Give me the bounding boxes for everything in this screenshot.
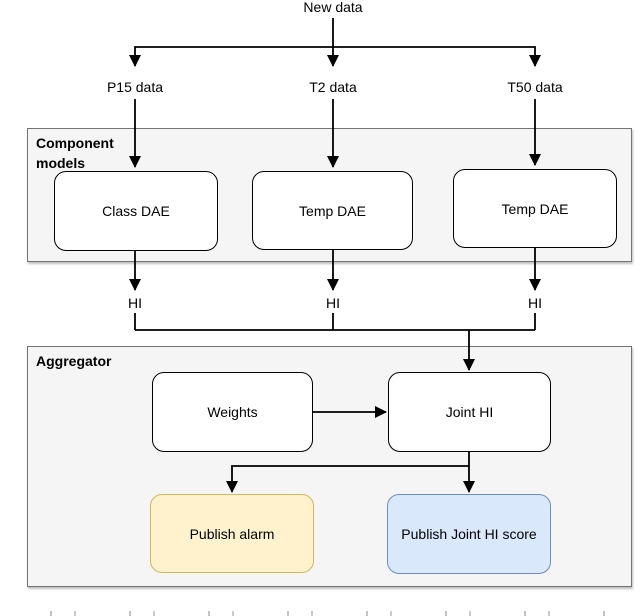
arrow-newdata-to-t50 xyxy=(333,46,541,67)
hi-output-label-1: HI xyxy=(128,295,142,311)
new-data-label: New data xyxy=(303,0,363,15)
weights-node: Weights xyxy=(152,372,313,452)
weights-label: Weights xyxy=(207,404,258,420)
temp-dae-t50-label: Temp DAE xyxy=(501,200,569,217)
component-models-label: Component models xyxy=(36,135,114,172)
publish-alarm-label: Publish alarm xyxy=(189,525,275,542)
class-dae-label: Class DAE xyxy=(102,203,170,219)
t50-data-label: T50 data xyxy=(507,79,563,95)
publish-joint-hi-score-node: Publish Joint HI score xyxy=(387,494,551,574)
publish-alarm-node: Publish alarm xyxy=(150,494,314,573)
temp-dae-node-t50: Temp DAE xyxy=(453,169,617,248)
temp-dae-node-t2: Temp DAE xyxy=(252,171,413,250)
class-dae-node: Class DAE xyxy=(54,171,218,251)
joint-hi-label: Joint HI xyxy=(445,404,494,420)
hi-merge-bus xyxy=(134,313,536,331)
p15-data-label: P15 data xyxy=(106,79,164,95)
arrow-newdata-to-p15 xyxy=(129,46,333,67)
publish-joint-hi-score-label: Publish Joint HI score xyxy=(401,526,537,542)
cropped-caption-remnant xyxy=(16,611,620,616)
aggregator-label: Aggregator xyxy=(36,353,112,369)
hi-output-label-2: HI xyxy=(326,295,340,311)
temp-dae-t2-label: Temp DAE xyxy=(299,202,366,219)
joint-hi-node: Joint HI xyxy=(388,372,551,452)
hi-output-label-3: HI xyxy=(528,295,542,311)
t2-data-label: T2 data xyxy=(309,79,357,95)
